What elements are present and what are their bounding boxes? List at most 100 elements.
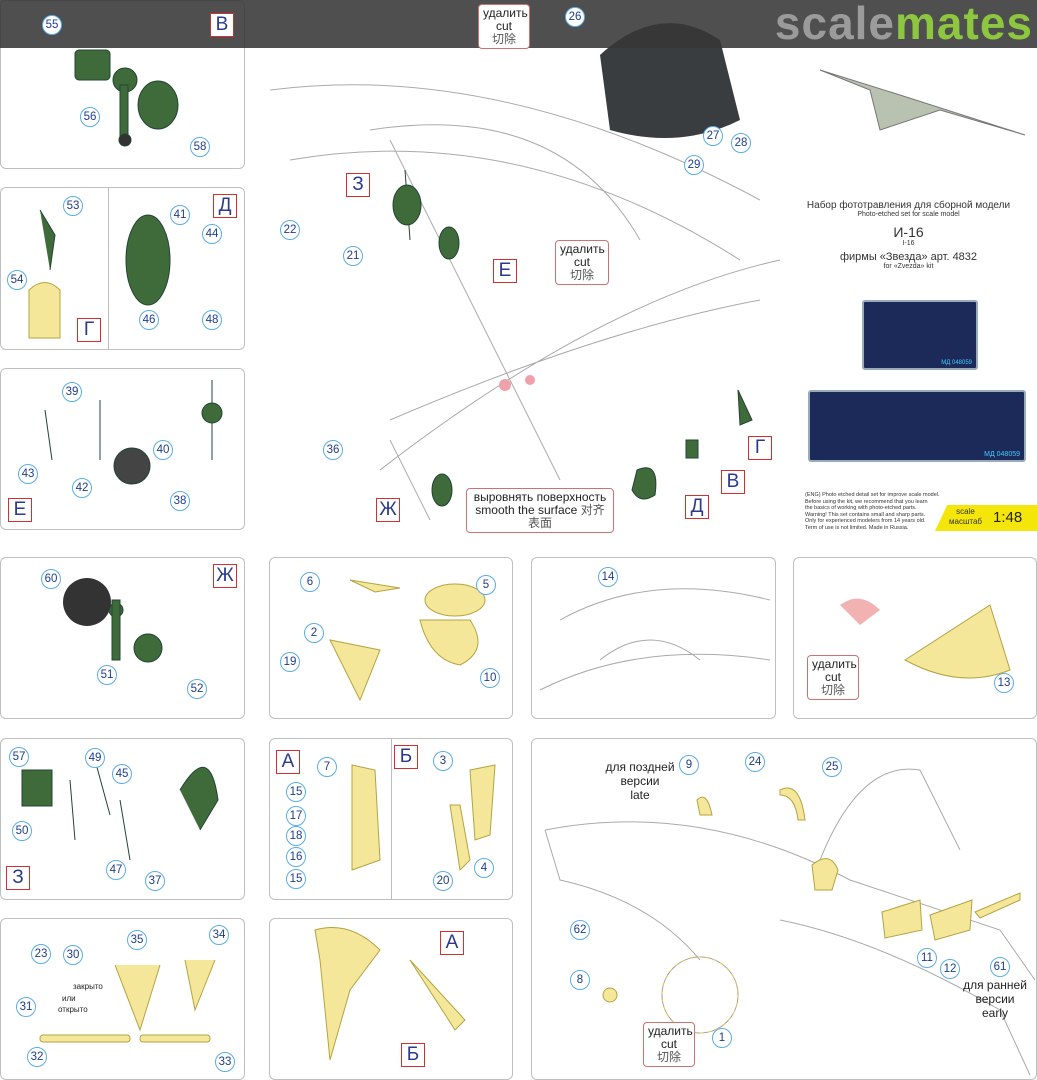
part-number-callout: 11 [917, 948, 937, 968]
note-cn: 切除 [656, 1050, 681, 1064]
part-number-callout: 54 [7, 270, 27, 290]
note-line: early [981, 1006, 1008, 1020]
scalemates-logo: scalemates [775, 0, 1033, 50]
assembly-letter-label: Б [394, 745, 418, 769]
part-number-callout: 27 [703, 126, 723, 146]
assembly-letter-label: В [721, 470, 745, 494]
part-number-callout: 23 [31, 944, 51, 964]
part-number-callout: 44 [202, 224, 222, 244]
panel-gear [269, 918, 513, 1080]
part-number-callout: 62 [570, 920, 590, 940]
part-number-callout: 3 [433, 751, 453, 771]
assembly-letter-label: Е [493, 259, 517, 283]
part-number-callout: 12 [940, 959, 960, 979]
note-open: открыто [58, 1005, 88, 1014]
note-cn: 切除 [820, 683, 845, 697]
part-number-callout: 2 [304, 623, 324, 643]
part-number-callout: 28 [731, 133, 751, 153]
part-number-callout: 42 [72, 478, 92, 498]
disclaimer: (ENG) Photo etched detail set for improv… [805, 492, 975, 531]
kit-ru: фирмы «Звезда» арт. 4832 [839, 251, 978, 263]
part-number-callout: 21 [343, 246, 363, 266]
assembly-letter-label: Ж [213, 564, 237, 588]
note-ru: удалить [812, 657, 857, 671]
part-number-callout: 40 [153, 440, 173, 460]
scale-ru: масштаб [949, 517, 982, 526]
part-number-callout: 35 [127, 930, 147, 950]
note-cn: 切除 [569, 268, 594, 282]
title-en: Photo-etched set for scale model [857, 211, 960, 218]
part-number-callout: 43 [18, 464, 38, 484]
part-number-callout: 53 [63, 196, 83, 216]
divider [391, 739, 392, 899]
part-number-callout: 14 [598, 567, 618, 587]
model-en: I-16 [902, 240, 915, 247]
part-number-callout: 4 [474, 858, 494, 878]
part-number-callout: 25 [822, 757, 842, 777]
title-ru: Набор фототравления для сборной модели [806, 200, 1011, 211]
note-cn: 切除 [491, 32, 516, 46]
scale-value: 1:48 [993, 509, 1023, 526]
assembly-letter-label: В [210, 13, 234, 37]
assembly-letter-label: Г [77, 318, 101, 342]
part-number-callout: 22 [280, 220, 300, 240]
part-number-callout: 38 [170, 491, 190, 511]
part-number-callout: 36 [323, 440, 343, 460]
note-or: или [62, 994, 76, 1003]
fret-image-small: МД 048059 [862, 300, 978, 370]
part-number-callout: 30 [63, 945, 83, 965]
assembly-letter-label: Д [213, 194, 237, 218]
model-ru: И-16 [893, 224, 924, 240]
note-ru: удалить [483, 6, 528, 20]
part-number-callout: 24 [745, 752, 765, 772]
part-number-callout: 47 [106, 860, 126, 880]
part-number-callout: 6 [300, 572, 320, 592]
part-number-callout: 33 [215, 1052, 235, 1072]
fret-label: МД 048059 [984, 451, 1020, 458]
part-number-callout: 29 [684, 155, 704, 175]
part-number-callout: 61 [990, 957, 1010, 977]
panel-cockpit-floor [531, 557, 776, 719]
assembly-letter-label: А [276, 750, 300, 774]
disclaimer-line: Before using the kit, we recommend that … [805, 498, 928, 505]
note-en: smooth the surface [475, 503, 578, 517]
part-number-callout: 56 [80, 107, 100, 127]
part-number-callout: 19 [280, 652, 300, 672]
note-line: для поздней [605, 760, 675, 774]
assembly-letter-label: Е [8, 498, 32, 522]
part-number-callout: 20 [433, 871, 453, 891]
panel-e [0, 368, 245, 530]
part-number-callout: 57 [9, 747, 29, 767]
assembly-letter-label: Б [401, 1043, 425, 1067]
fret-image-large: МД 048059 [808, 390, 1026, 462]
part-number-callout: 37 [145, 871, 165, 891]
assembly-letter-label: З [346, 173, 370, 197]
part-number-callout: 5 [476, 575, 496, 595]
part-number-callout: 58 [190, 137, 210, 157]
part-number-callout: 17 [286, 806, 306, 826]
disclaimer-line: Only for experienced modelers from 14 ye… [805, 518, 926, 524]
part-number-callout: 46 [139, 310, 159, 330]
assembly-letter-label: Д [685, 495, 709, 519]
note-line: для ранней [963, 978, 1027, 992]
divider [108, 188, 109, 349]
part-number-callout: 13 [994, 673, 1014, 693]
part-number-callout: 50 [12, 821, 32, 841]
part-number-callout: 1 [712, 1028, 732, 1048]
disclaimer-line: Warning! This set contains small and sha… [805, 511, 926, 518]
disclaimer-line: (ENG) Photo etched detail set for improv… [805, 492, 940, 498]
disclaimer-line: the basics of working with photo-etched … [805, 505, 917, 511]
kit-en: for «Zvezda» kit [883, 263, 934, 270]
part-number-callout: 55 [42, 15, 62, 35]
part-number-callout: 34 [209, 925, 229, 945]
part-number-callout: 32 [27, 1047, 47, 1067]
note-line: late [630, 788, 650, 802]
part-number-callout: 18 [286, 826, 306, 846]
assembly-letter-label: Г [748, 436, 772, 460]
